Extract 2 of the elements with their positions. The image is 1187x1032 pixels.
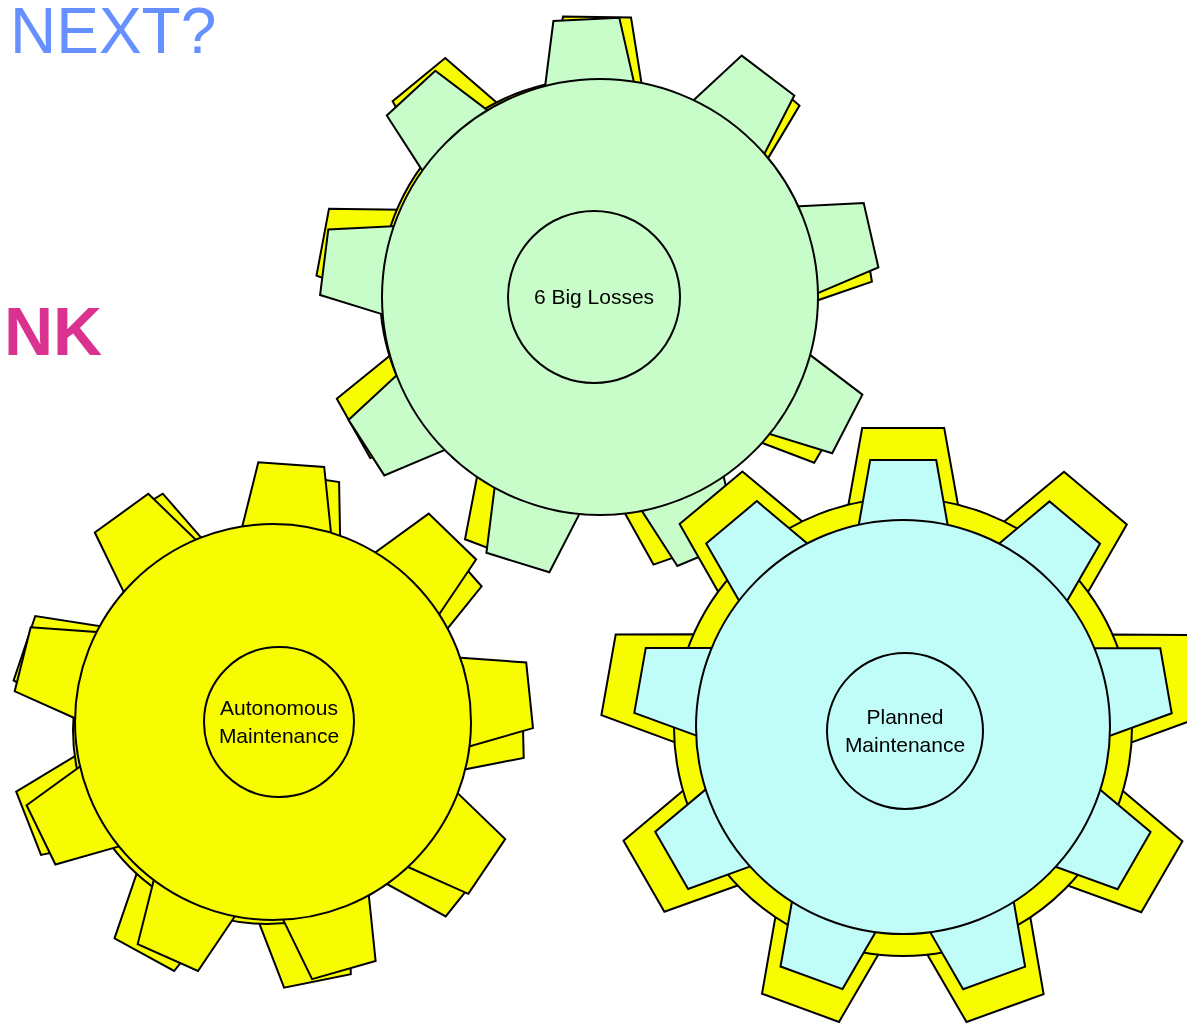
heading-text: NEXT? [10, 0, 217, 68]
heading-text: NK [4, 292, 103, 370]
